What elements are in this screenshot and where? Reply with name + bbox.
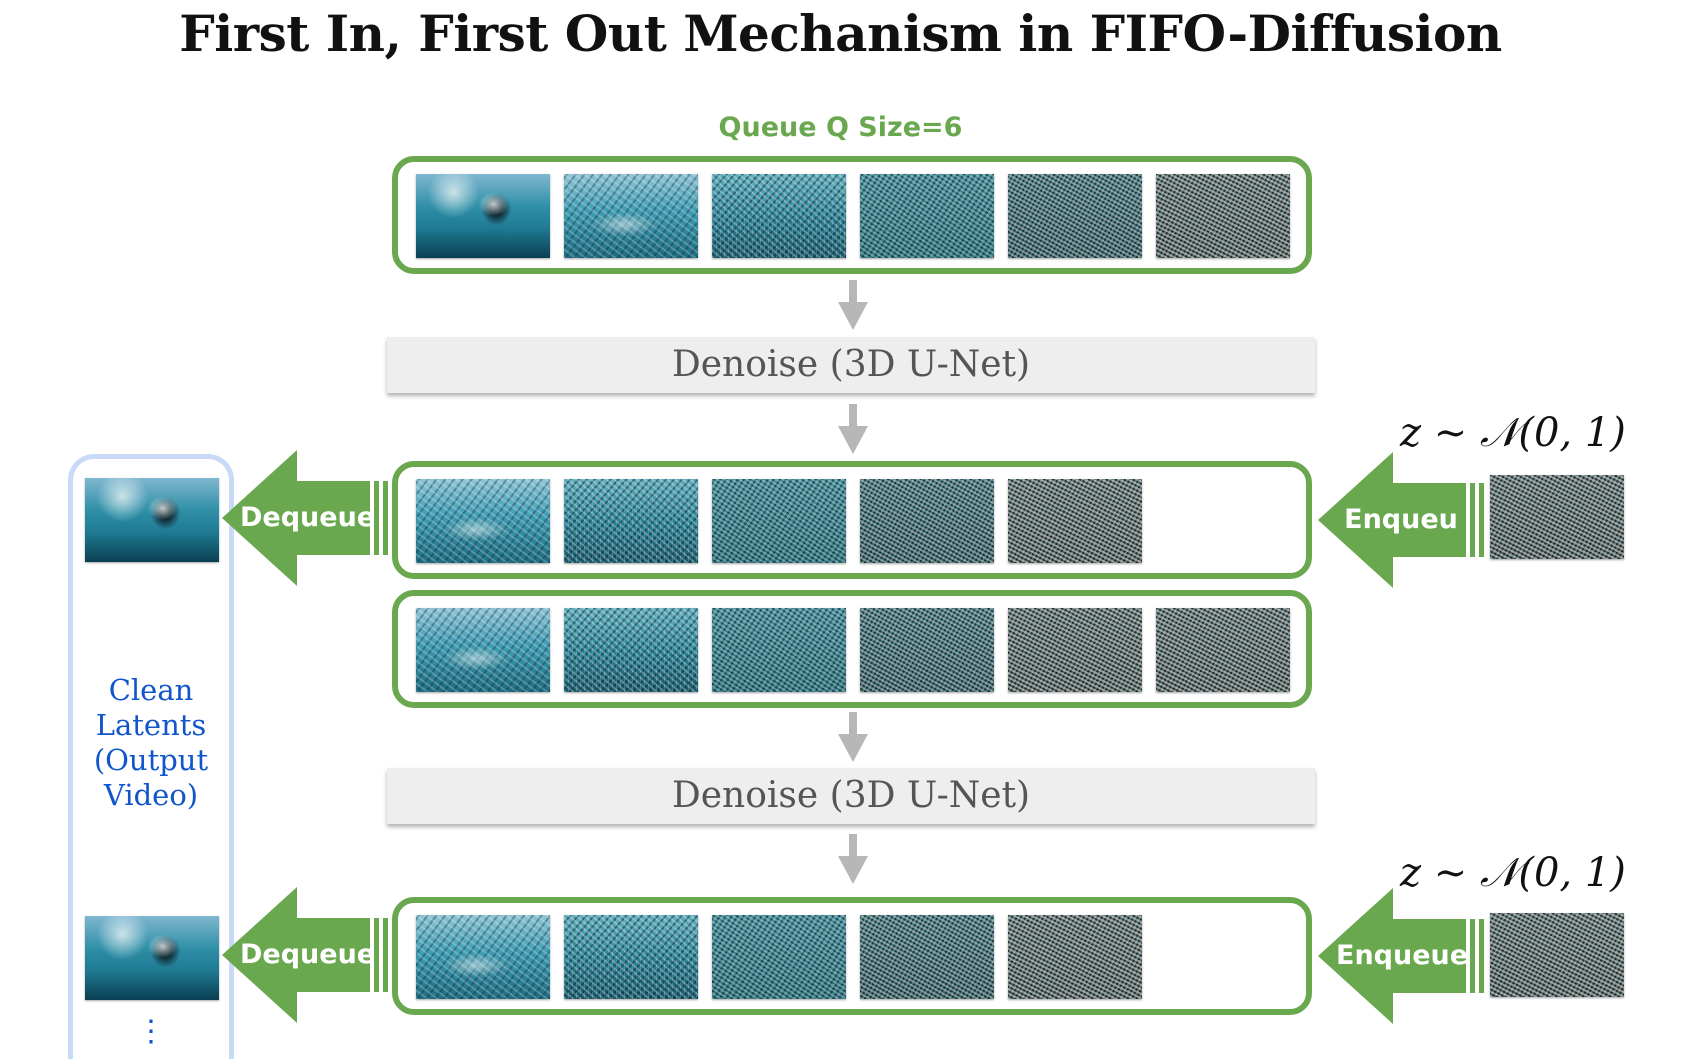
latent-frame-noise-1 — [416, 479, 550, 563]
latent-frame-noise-3 — [712, 479, 846, 563]
denoise-block: Denoise (3D U-Net) — [387, 337, 1315, 393]
latent-frame-noise-3 — [712, 608, 846, 692]
dequeue-arrow-icon — [222, 450, 388, 586]
dequeue-label: Dequeue — [240, 939, 376, 970]
latent-frame-noise-5 — [1008, 479, 1142, 563]
clean-latents-line: Video) — [103, 778, 199, 812]
output-frame-1 — [85, 478, 219, 562]
clean-latents-label: Clean Latents (Output Video) — [73, 673, 229, 813]
enqueue-arrow-icon — [1318, 452, 1484, 588]
latent-frame-noise-2 — [564, 608, 698, 692]
latent-frame-noise-1 — [416, 608, 550, 692]
page-title: First In, First Out Mechanism in FIFO-Di… — [179, 4, 1502, 63]
latent-frame-noise-new — [1156, 608, 1290, 692]
latent-frame-noise-5 — [1156, 174, 1290, 258]
latent-frame-clean — [416, 174, 550, 258]
dequeue-arrow-icon — [222, 887, 388, 1023]
latent-frame-noise-2 — [712, 174, 846, 258]
queue-box-after-enqueue-1 — [392, 590, 1312, 708]
new-noise-frame — [1490, 475, 1624, 559]
enqueue-arrow-icon — [1318, 888, 1484, 1024]
noise-formula: z ∼ 𝒩(0, 1) — [1400, 410, 1626, 456]
down-arrow-icon — [838, 404, 868, 454]
latent-frame-noise-3 — [860, 174, 994, 258]
queue-box-after-dequeue-2 — [392, 897, 1312, 1015]
output-frame-2 — [85, 916, 219, 1000]
denoise-block: Denoise (3D U-Net) — [387, 768, 1315, 824]
latent-frame-noise-2 — [564, 479, 698, 563]
latent-frame-noise-1 — [564, 174, 698, 258]
new-noise-frame — [1490, 913, 1624, 997]
clean-latents-line: (Output — [93, 743, 209, 777]
noise-formula: z ∼ 𝒩(0, 1) — [1400, 850, 1626, 896]
dequeue-label: Dequeue — [240, 502, 376, 533]
clean-latents-line: Clean — [108, 673, 194, 707]
latent-frame-noise-4 — [860, 915, 994, 999]
queue-size-label: Queue Q Size=6 — [718, 112, 963, 143]
clean-latents-panel — [68, 454, 234, 1059]
queue-box-initial — [392, 156, 1312, 274]
clean-latents-line: Latents — [95, 708, 207, 742]
down-arrow-icon — [838, 280, 868, 330]
down-arrow-icon — [838, 712, 868, 762]
enqueue-label: Enqueue — [1336, 940, 1469, 971]
latent-frame-noise-4 — [1008, 174, 1142, 258]
latent-frame-noise-2 — [564, 915, 698, 999]
latent-frame-noise-5 — [1008, 608, 1142, 692]
latent-frame-noise-4 — [860, 479, 994, 563]
ellipsis-icon: ⋮ — [136, 1014, 166, 1049]
latent-frame-noise-3 — [712, 915, 846, 999]
latent-frame-noise-4 — [860, 608, 994, 692]
latent-frame-noise-1 — [416, 915, 550, 999]
latent-frame-noise-5 — [1008, 915, 1142, 999]
enqueue-label: Enqueu — [1344, 504, 1458, 535]
queue-box-after-dequeue-1 — [392, 461, 1312, 579]
down-arrow-icon — [838, 834, 868, 884]
